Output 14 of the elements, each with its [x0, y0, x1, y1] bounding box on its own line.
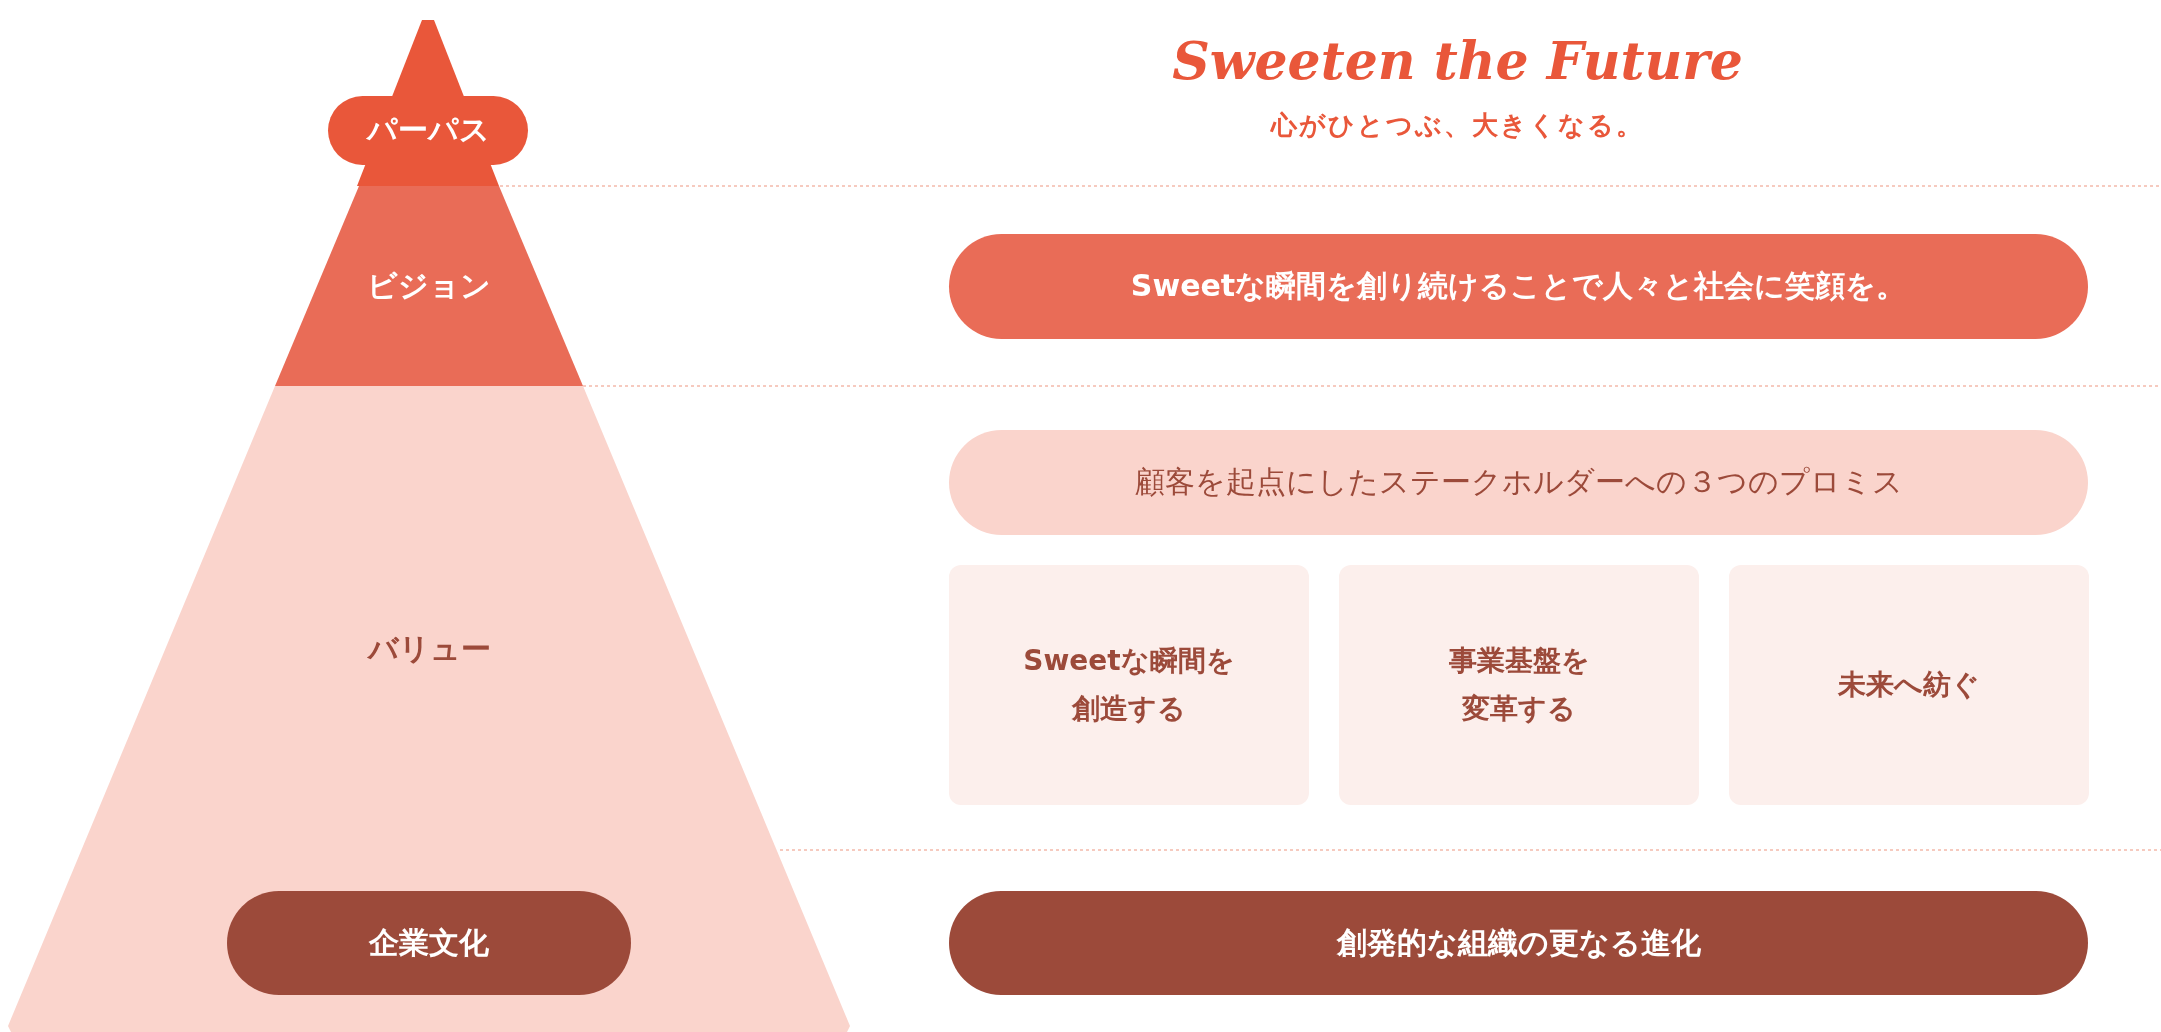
- vision-pill: Sweetな瞬間を創り続けることで人々と社会に笑顔を。: [949, 234, 2088, 339]
- purpose-pill: パーパス: [328, 96, 528, 165]
- promise-pill: 顧客を起点にしたステークホルダーへの３つのプロミス: [949, 430, 2088, 535]
- culture-pill: 創発的な組織の更なる進化: [949, 891, 2088, 995]
- purpose-layer: [328, 17, 528, 186]
- title: Sweeten the Future: [1171, 30, 1744, 93]
- tagline: 心がひとつぶ、大きくなる。: [1269, 109, 1645, 142]
- layer-label: バリュー: [367, 629, 491, 668]
- value-card: Sweetな瞬間を創造する: [949, 565, 1309, 805]
- value-card: 未来へ紡ぐ: [1729, 565, 2089, 805]
- culture-pill: 企業文化: [227, 891, 631, 995]
- vision-layer: [275, 186, 583, 386]
- value-card: 事業基盤を変革する: [1339, 565, 1699, 805]
- layer-label: ビジョン: [367, 266, 491, 305]
